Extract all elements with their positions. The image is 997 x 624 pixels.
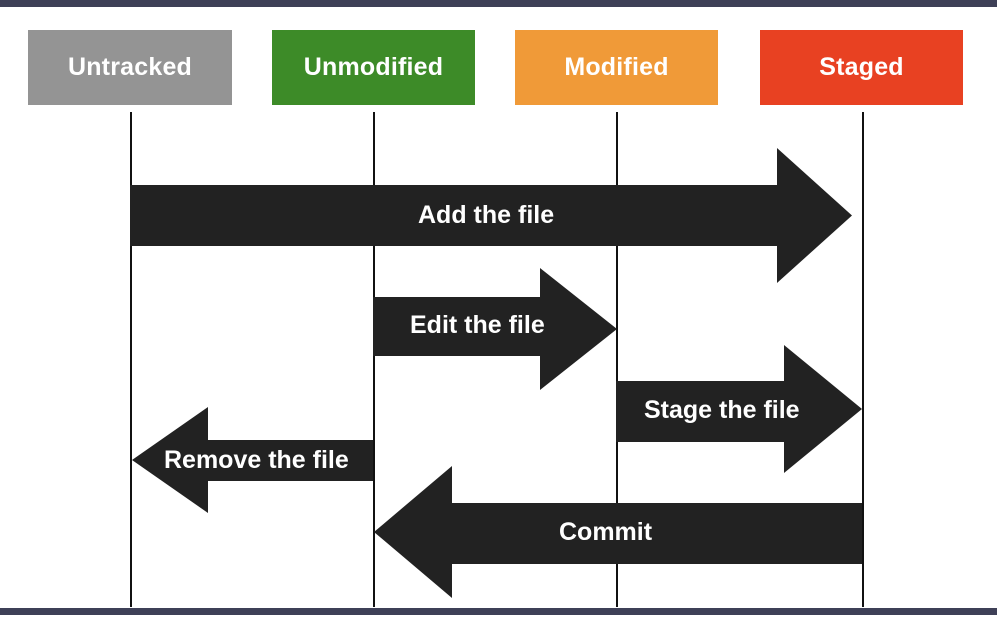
state-box-staged[interactable]: Staged (760, 30, 963, 105)
state-box-unmodified[interactable]: Unmodified (272, 30, 475, 105)
lifeline-untracked (130, 112, 132, 607)
state-box-modified[interactable]: Modified (515, 30, 718, 105)
state-box-untracked[interactable]: Untracked (28, 30, 232, 105)
arrow-label-edit-the-file: Edit the file (410, 311, 545, 339)
state-box-label: Staged (819, 53, 904, 81)
arrow-label-add-the-file: Add the file (418, 201, 555, 229)
state-box-label: Unmodified (303, 53, 444, 81)
arrow-label-remove-the-file: Remove the file (164, 446, 349, 474)
state-box-label: Untracked (67, 53, 193, 81)
top-frame-bar (0, 0, 997, 7)
arrow-label-commit: Commit (559, 518, 653, 546)
state-box-label: Modified (564, 53, 669, 81)
arrow-label-stage-the-file: Stage the file (644, 396, 800, 424)
bottom-frame-bar (0, 608, 997, 615)
lifeline-unmodified (373, 112, 375, 607)
lifeline-staged (862, 112, 864, 607)
